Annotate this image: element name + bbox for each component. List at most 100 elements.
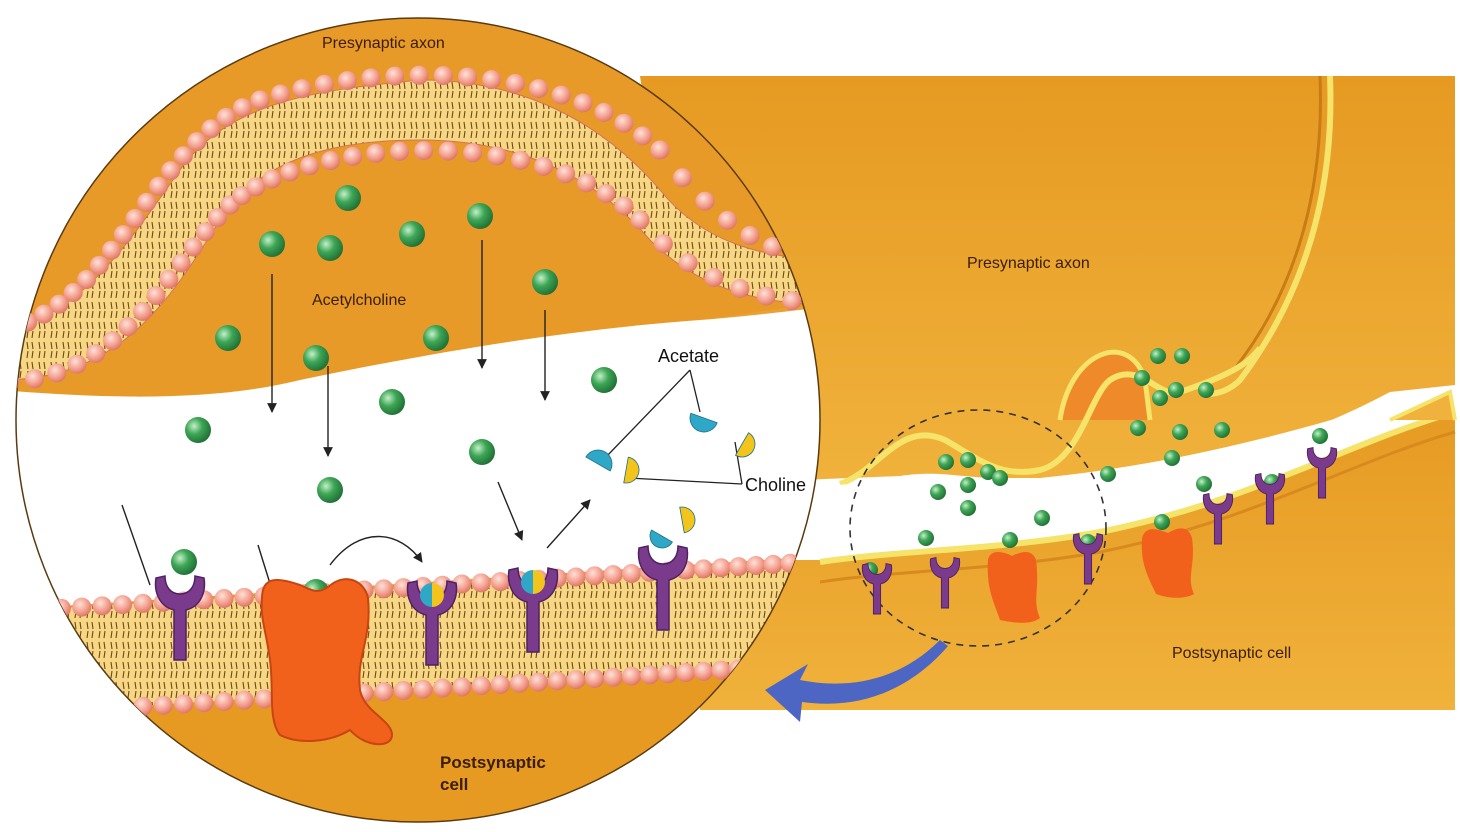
phospholipid-head — [622, 564, 641, 583]
phospholipid-head — [633, 126, 652, 145]
phospholipid-head — [764, 555, 783, 574]
phospholipid-head — [529, 79, 548, 98]
acetylcholine-molecule-icon — [918, 530, 934, 546]
phospholipid-head — [114, 225, 133, 244]
inset-postsynaptic-label-line1: Postsynaptic — [440, 752, 546, 774]
acetylcholine-molecule-icon — [1130, 420, 1146, 436]
phospholipid-head — [741, 226, 760, 245]
inset-presynaptic-label: Presynaptic axon — [322, 35, 445, 53]
phospholipid-head — [149, 177, 168, 196]
phospholipid-head — [506, 74, 525, 93]
acetylcholine-molecule-icon — [1152, 390, 1168, 406]
phospholipid-head — [577, 173, 596, 192]
phospholipid-head — [174, 146, 193, 165]
phospholipid-head — [439, 142, 458, 161]
phospholipid-head — [704, 268, 723, 287]
phospholipid-head — [72, 701, 91, 720]
phospholipid-head — [712, 558, 731, 577]
phospholipid-head — [194, 693, 213, 712]
acetylcholine-molecule-icon — [960, 452, 976, 468]
acetylcholine-molecule-icon — [1168, 382, 1184, 398]
phospholipid-head — [201, 119, 220, 138]
phospholipid-head — [47, 363, 66, 382]
phospholipid-head — [137, 193, 156, 212]
acetylcholine-molecule-icon — [1150, 348, 1166, 364]
acetylcholine-molecule-icon — [317, 235, 343, 261]
phospholipid-head — [390, 142, 409, 161]
phospholipid-head — [597, 184, 616, 203]
acetylcholine-molecule-icon — [960, 500, 976, 516]
acetylcholine-molecule-icon — [1154, 514, 1170, 530]
phospholipid-head — [133, 302, 152, 321]
phospholipid-head — [187, 132, 206, 151]
phospholipid-head — [147, 286, 166, 305]
phospholipid-head — [594, 103, 613, 122]
phospholipid-head — [52, 599, 71, 618]
main-presynaptic-label: Presynaptic axon — [967, 255, 1090, 273]
acetylcholine-molecule-icon — [399, 221, 425, 247]
phospholipid-head — [434, 66, 453, 85]
acetylcholine-molecule-icon — [335, 185, 361, 211]
phospholipid-head — [343, 147, 362, 166]
phospholipid-head — [604, 565, 623, 584]
phospholipid-head — [11, 704, 30, 723]
phospholipid-head — [68, 355, 87, 374]
acetylcholine-molecule-icon — [532, 269, 558, 295]
phospholipid-head — [604, 668, 623, 687]
acetylcholine-molecule-icon — [591, 367, 617, 393]
phospholipid-head — [491, 572, 510, 591]
phospholipid-head — [567, 567, 586, 586]
phospholipid-head — [640, 665, 659, 684]
main-postsynaptic-label: Postsynaptic cell — [1172, 645, 1291, 663]
acetylcholine-molecule-icon — [938, 454, 954, 470]
phospholipid-head — [385, 67, 404, 86]
phospholipid-head — [1, 319, 20, 338]
phospholipid-head — [458, 68, 477, 87]
phospholipid-head — [174, 694, 193, 713]
phospholipid-head — [433, 679, 452, 698]
phospholipid-head — [757, 287, 776, 306]
phospholipid-head — [651, 141, 670, 160]
phospholipid-head — [614, 196, 633, 215]
phospholipid-head — [0, 603, 10, 622]
phospholipid-head — [510, 674, 529, 693]
phospholipid-head — [103, 331, 122, 350]
phospholipid-head — [548, 671, 567, 690]
acetylcholine-molecule-icon — [467, 203, 493, 229]
phospholipid-head — [409, 66, 428, 85]
phospholipid-head — [93, 699, 112, 718]
phospholipid-head — [746, 556, 765, 575]
acetylcholine-molecule-icon — [1100, 466, 1116, 482]
phospholipid-head — [233, 98, 252, 117]
phospholipid-head — [782, 291, 801, 310]
phospholipid-head — [133, 697, 152, 716]
phospholipid-head — [90, 256, 109, 275]
phospholipid-head — [172, 253, 191, 272]
phospholipid-head — [271, 85, 290, 104]
phospholipid-head — [86, 344, 105, 363]
phospholipid-head — [77, 270, 96, 289]
acetylcholine-molecule-icon — [185, 417, 211, 443]
phospholipid-head — [52, 702, 71, 721]
phospholipid-head — [11, 601, 30, 620]
phospholipid-head — [72, 598, 91, 617]
phospholipid-head — [93, 596, 112, 615]
phospholipid-head — [631, 211, 650, 230]
phospholipid-head — [102, 241, 121, 260]
acetylcholine-molecule-icon — [1172, 424, 1188, 440]
phospholipid-head — [694, 662, 713, 681]
phospholipid-head — [585, 566, 604, 585]
phospholipid-head — [567, 670, 586, 689]
phospholipid-head — [113, 595, 132, 614]
phospholipid-head — [679, 253, 698, 272]
acetylcholine-molecule-icon — [1002, 532, 1018, 548]
phospholipid-head — [534, 157, 553, 176]
phospholipid-head — [552, 86, 571, 105]
acetylcholine-molecule-icon — [1034, 510, 1050, 526]
phospholipid-head — [119, 317, 138, 336]
phospholipid-head — [574, 94, 593, 113]
phospholipid-head — [374, 579, 393, 598]
phospholipid-head — [511, 151, 530, 170]
phospholipid-head — [0, 706, 10, 725]
